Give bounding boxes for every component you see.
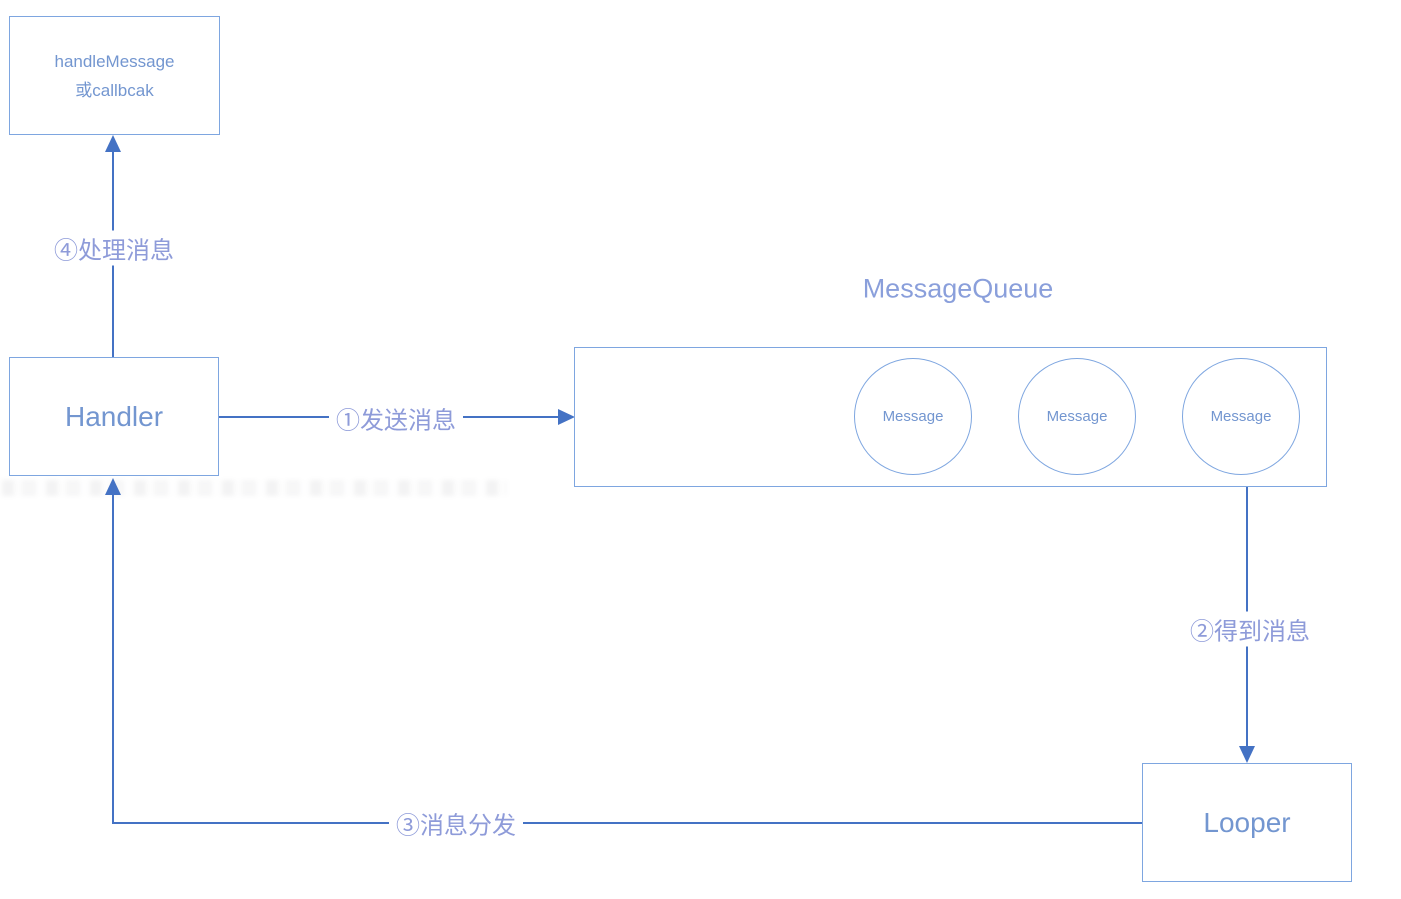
edge-step3-label: ③消息分发 <box>389 805 523 841</box>
handle-message-line2: 或callbcak <box>75 80 154 100</box>
edge-step2-arrowhead-icon <box>1239 746 1255 763</box>
edge-step2-label: ②得到消息 <box>1183 611 1317 647</box>
handler-label: Handler <box>64 400 164 432</box>
edge-step1-arrowhead-icon <box>558 409 575 425</box>
edge-step3-arrowhead-icon <box>105 478 121 495</box>
looper-label: Looper <box>1203 806 1291 838</box>
edge-step4-label: ④处理消息 <box>47 230 181 266</box>
message-circle-label: Message <box>882 408 944 425</box>
node-handle-message: handleMessage 或callbcak <box>9 16 220 135</box>
message-circle: Message <box>1018 358 1136 475</box>
watermark <box>2 480 507 496</box>
edge-step3-line-horizontal <box>112 821 1142 824</box>
message-queue-title: MessageQueue <box>862 273 1054 304</box>
message-circle-label: Message <box>1210 408 1272 425</box>
handle-message-line1: handleMessage <box>54 51 175 71</box>
node-handler: Handler <box>9 357 219 476</box>
message-circle-label: Message <box>1046 408 1108 425</box>
message-circle: Message <box>854 358 972 475</box>
message-circle: Message <box>1182 358 1300 475</box>
edge-step1-label: ①发送消息 <box>329 400 463 436</box>
edge-step4-arrowhead-icon <box>105 135 121 152</box>
node-looper: Looper <box>1142 763 1352 882</box>
edge-step3-line-vertical <box>111 494 115 824</box>
